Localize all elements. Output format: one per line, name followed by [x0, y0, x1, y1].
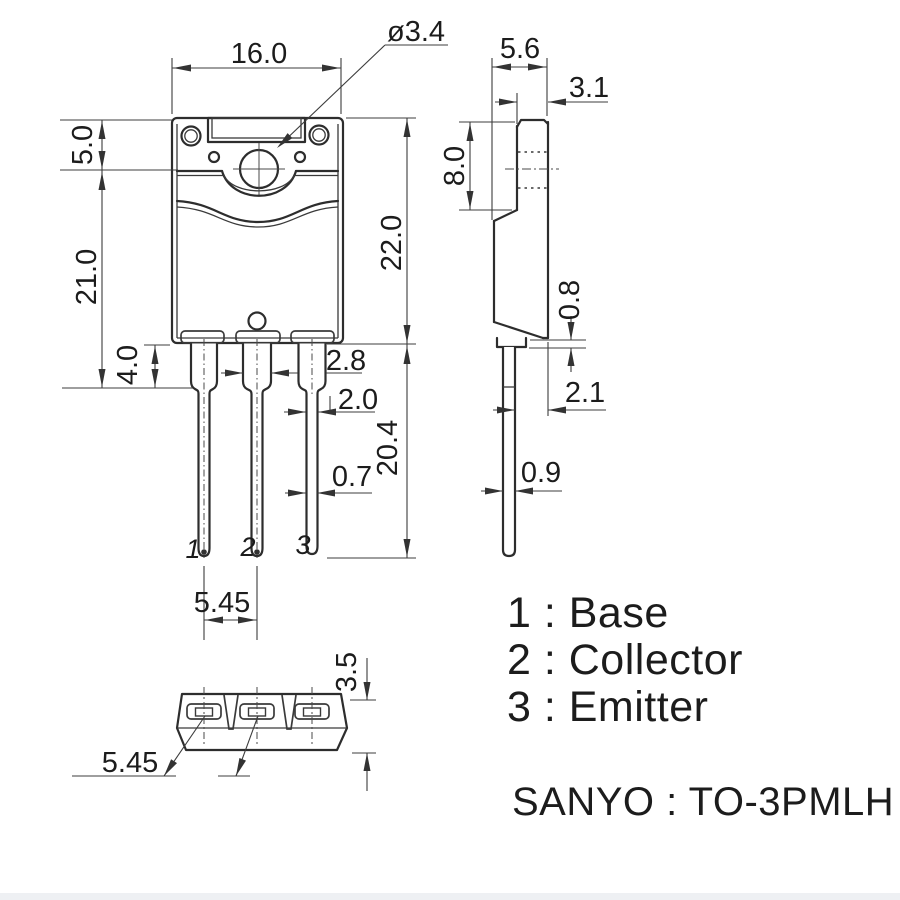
dim-side-thickness: 5.6 [500, 33, 540, 65]
dim-lead-mid-width: 2.0 [338, 384, 378, 416]
dim-front-width: 16.0 [231, 38, 287, 70]
side-view [492, 118, 559, 558]
dim-shoulder-length: 4.0 [112, 345, 144, 385]
pin-label-2: 2 [239, 532, 255, 562]
dim-tab-height: 5.0 [67, 125, 99, 165]
bottom-view [175, 687, 349, 752]
front-small-hole-left [207, 150, 221, 164]
legend-item-emitter: 3 : Emitter [507, 683, 708, 731]
front-lead-2 [241, 343, 273, 558]
dim-bottom-lead-pitch: 5.45 [102, 747, 158, 779]
front-body-outline [170, 116, 345, 345]
pin-label-3: 3 [295, 530, 310, 560]
pin-legend: 1 : Base 2 : Collector 3 : Emitter [507, 589, 743, 731]
front-lead-3 [297, 343, 327, 556]
dim-side-tab-height: 8.0 [439, 146, 471, 186]
brand-package-label: SANYO : TO-3PMLH [512, 780, 894, 824]
front-view [170, 116, 345, 558]
dim-step: 0.8 [554, 280, 586, 320]
bottom-outline [175, 692, 349, 752]
legend-item-collector: 2 : Collector [507, 636, 743, 684]
side-dimensions: 5.6 3.1 8.0 0.8 2.1 0.9 [439, 33, 609, 495]
front-right-ear-hole [308, 124, 330, 146]
front-left-ear-hole [180, 125, 202, 147]
dim-tab-thickness: 3.1 [569, 72, 609, 104]
legend-item-base: 1 : Base [507, 589, 669, 637]
side-lead [501, 347, 517, 558]
dim-front-lead-pitch: 5.45 [194, 587, 250, 619]
dim-lead-shoulder-width: 2.8 [326, 345, 366, 377]
dim-body-height: 21.0 [71, 249, 103, 305]
dim-base-height: 3.5 [331, 652, 363, 692]
front-ejector-mark [247, 311, 267, 331]
front-mold-line [175, 199, 340, 224]
footer-bar [0, 893, 900, 900]
pin-label-1: 1 [185, 534, 200, 564]
dim-case-height: 22.0 [376, 215, 408, 271]
front-lead-1 [189, 343, 219, 558]
dim-lead-thickness: 0.9 [521, 457, 561, 489]
bottom-dimensions: 3.5 5.45 [72, 652, 376, 791]
front-dimensions: 16.0 ø3.4 5.0 21.0 4.0 22.0 20.4 [60, 16, 448, 640]
dim-lead-tip-width: 0.7 [332, 461, 372, 493]
dim-lead-setback: 2.1 [565, 377, 605, 409]
dim-lead-length: 20.4 [372, 420, 404, 476]
dim-hole-diameter: ø3.4 [387, 16, 445, 48]
front-small-hole-right [293, 150, 307, 164]
